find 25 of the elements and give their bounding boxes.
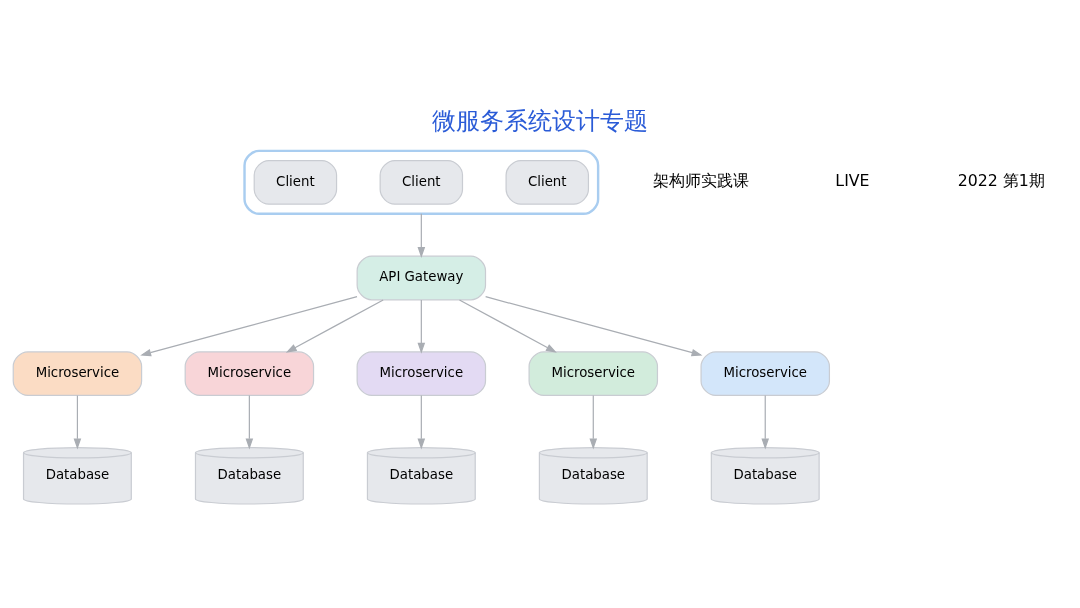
arrow (761, 394, 770, 449)
node-box: Client (505, 159, 590, 205)
cluster (243, 149, 600, 215)
arrow (285, 298, 384, 353)
arrow (458, 298, 557, 353)
node-box: Microservice (12, 350, 143, 396)
node-box: API Gateway (356, 255, 487, 300)
node-box: Microservice (184, 350, 315, 396)
label: 2022 第1期 (957, 170, 1045, 190)
arrow (245, 394, 254, 449)
label: LIVE (835, 170, 870, 190)
node-box: Microservice (700, 350, 831, 396)
arrow (417, 212, 426, 258)
node-box: Client (379, 159, 464, 205)
label: 架构师实践课 (653, 170, 750, 190)
arrow (417, 298, 426, 354)
arrow (73, 394, 82, 449)
diagram-title: 微服务系统设计专题 (432, 106, 648, 135)
node-box: Microservice (356, 350, 487, 396)
arrow (140, 295, 358, 356)
node-box: Client (253, 159, 338, 205)
arrow (485, 295, 703, 356)
arrow (589, 394, 598, 449)
node-box: Microservice (528, 350, 659, 396)
arrow (417, 394, 426, 449)
